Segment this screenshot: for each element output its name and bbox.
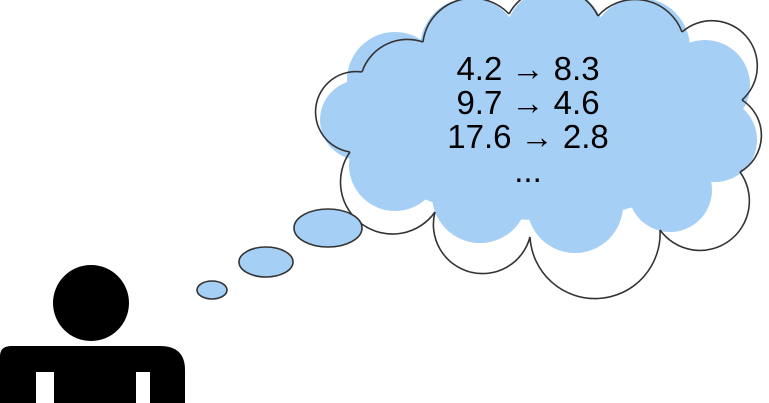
thought-bubble-medium xyxy=(238,246,294,278)
mapping-to: 8.3 xyxy=(554,50,600,87)
thought-cloud xyxy=(314,0,763,300)
mapping-line-2: 9.7 → 4.6 xyxy=(456,84,599,121)
mapping-from: 4.2 xyxy=(456,50,502,87)
thought-bubbles xyxy=(196,208,363,300)
thought-bubble-large xyxy=(293,208,363,248)
thought-bubble-small xyxy=(196,280,228,300)
arrow-icon: → xyxy=(521,118,563,155)
thought-content: 4.2 → 8.3 9.7 → 4.6 17.6 → 2.8 ... xyxy=(447,50,608,189)
person-head xyxy=(53,265,129,341)
mapping-from: 17.6 xyxy=(447,118,511,155)
person-silhouette-icon xyxy=(0,265,185,403)
arrow-icon: → xyxy=(512,50,554,87)
mapping-to: 2.8 xyxy=(563,118,609,155)
arrow-icon: → xyxy=(512,84,554,121)
ellipsis: ... xyxy=(514,152,542,189)
mapping-line-3: 17.6 → 2.8 xyxy=(447,118,608,155)
mapping-to: 4.6 xyxy=(554,84,600,121)
mapping-from: 9.7 xyxy=(456,84,502,121)
person-body xyxy=(0,346,185,403)
mapping-line-1: 4.2 → 8.3 xyxy=(456,50,599,87)
